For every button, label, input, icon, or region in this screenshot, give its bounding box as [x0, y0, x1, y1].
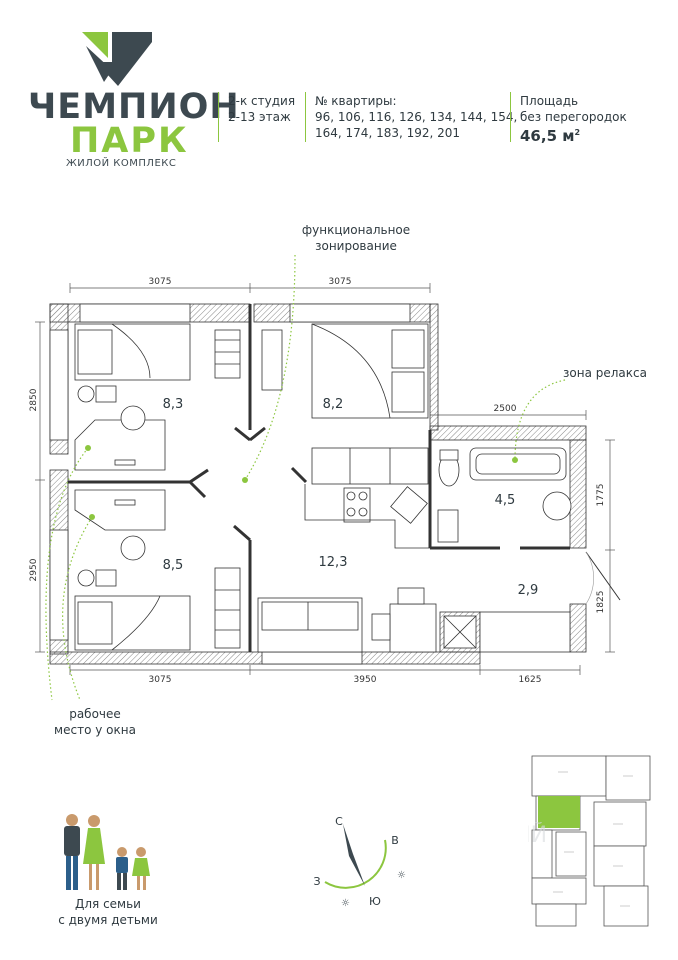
- compass-north: С: [335, 815, 343, 828]
- divider-1: [218, 92, 219, 142]
- family-illustration-icon: [64, 814, 150, 890]
- windows: [49, 303, 571, 665]
- apartment-type-line1: 2-к студия: [228, 94, 296, 108]
- area-block: Площадь без перегородок 46,5 м2: [520, 93, 627, 144]
- divider-2: [305, 92, 306, 142]
- furniture: [74, 323, 572, 653]
- dim-left-top: 2850: [29, 388, 39, 411]
- inner-walls: [68, 304, 570, 652]
- zoning-note: функциональное зонирование: [301, 223, 411, 253]
- key-plan-highlight: [538, 796, 580, 828]
- area-value: 46,5 м2: [520, 127, 581, 145]
- sun-icon-west: ☼: [341, 898, 350, 909]
- area-label-line1: Площадь: [520, 94, 579, 108]
- dimension-lines: [35, 283, 615, 675]
- relax-note: зона релакса: [563, 366, 647, 380]
- area-label-line2: без перегородок: [520, 110, 627, 124]
- apartment-numbers-line1: 96, 106, 116, 126, 134, 144, 154,: [315, 110, 518, 124]
- apartment-floors: 2-13 этаж: [228, 110, 291, 124]
- divider-3: [510, 92, 511, 142]
- sun-icon-east: ☼: [397, 870, 406, 881]
- apartment-numbers-label: № квартиры:: [315, 94, 397, 108]
- apartment-numbers-line2: 164, 174, 183, 192, 201: [315, 126, 461, 140]
- key-plan: ШИРОКИЙ: [528, 755, 651, 927]
- key-plan-watermark: ШИРОКИЙ: [528, 822, 547, 848]
- dim-right-bath: 1775: [596, 484, 606, 507]
- room-area-bathroom: 4,5: [495, 493, 516, 508]
- apartment-numbers: № квартиры: 96, 106, 116, 126, 134, 144,…: [315, 93, 517, 141]
- room-area-bedroom-top-left: 8,3: [163, 397, 184, 412]
- dim-right-entry: 1825: [596, 591, 606, 614]
- dim-bottom-mid: 3950: [354, 675, 377, 685]
- brand-subtitle: ЖИЛОЙ КОМПЛЕКС: [66, 158, 177, 169]
- room-area-hall: 2,9: [518, 583, 539, 598]
- compass: С В З Ю ☼ ☼: [313, 815, 406, 909]
- dim-bath-top: 2500: [494, 404, 517, 414]
- family-note: Для семьи с двумя детьми: [58, 897, 158, 927]
- compass-west: З: [313, 875, 320, 888]
- compass-needle-icon: [343, 824, 365, 886]
- dim-left-bottom: 2950: [29, 558, 39, 581]
- brand-name-line2: ПАРК: [70, 121, 189, 161]
- room-area-bedroom-top-right: 8,2: [323, 397, 344, 412]
- zoning-indicators: [45, 254, 566, 701]
- dim-bottom-left: 3075: [149, 675, 172, 685]
- workplace-note: рабочее место у окна: [54, 707, 136, 737]
- entrance-door: [585, 551, 621, 601]
- brand-name-line1: ЧЕМПИОН: [28, 87, 240, 127]
- compass-east: В: [391, 834, 399, 847]
- zoning-points: [85, 445, 518, 520]
- dim-top-right: 3075: [329, 277, 352, 287]
- compass-south: Ю: [369, 895, 381, 908]
- room-area-bedroom-bottom-left: 8,5: [163, 558, 184, 573]
- dim-top-left: 3075: [149, 277, 172, 287]
- apartment-type: 2-к студия 2-13 этаж: [228, 93, 295, 125]
- logo-mark-icon: [82, 32, 152, 86]
- room-area-living: 12,3: [319, 555, 348, 570]
- compass-arc: [324, 839, 387, 889]
- dim-bottom-right: 1625: [519, 675, 542, 685]
